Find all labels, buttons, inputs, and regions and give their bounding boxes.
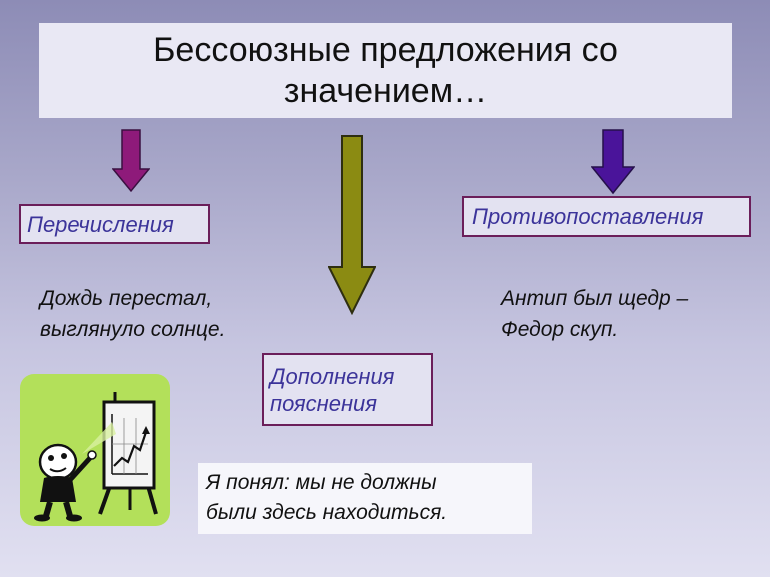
- category-explanation-label: пояснения: [270, 391, 378, 416]
- example-left-line-2: выглянуло солнце.: [40, 318, 226, 341]
- example-right-line-1: Антип был щедр –: [501, 287, 689, 310]
- left-arrow-icon: [112, 129, 150, 193]
- presenter-drawing: [34, 392, 158, 522]
- category-enumeration-label: Перечисления: [27, 212, 174, 237]
- category-enumeration: Перечисления: [19, 204, 210, 244]
- category-contrast: Противопоставления: [462, 196, 751, 237]
- example-left: Дождь перестал, выглянуло солнце.: [40, 283, 225, 345]
- example-left-line-1: Дождь перестал,: [40, 287, 213, 310]
- example-right: Антип был щедр – Федор скуп.: [501, 283, 688, 345]
- example-right-line-2: Федор скуп.: [501, 318, 619, 341]
- presenter-with-chart-icon: [20, 374, 170, 526]
- category-addition-explanation: Дополнения пояснения: [262, 353, 433, 426]
- category-addition-label: Дополнения: [270, 364, 395, 389]
- example-note-line-2: были здесь находиться.: [206, 501, 448, 524]
- right-arrow-icon: [591, 129, 635, 195]
- example-note-line-1: Я понял: мы не должны: [206, 471, 437, 494]
- category-contrast-label: Противопоставления: [472, 204, 704, 229]
- title-line-2: значением…: [283, 71, 488, 110]
- title-line-1: Бессоюзные предложения со: [153, 30, 618, 69]
- title-box: Бессоюзные предложения со значением…: [39, 23, 732, 118]
- center-arrow-icon: [328, 135, 376, 315]
- example-note-box: Я понял: мы не должны были здесь находит…: [198, 463, 532, 534]
